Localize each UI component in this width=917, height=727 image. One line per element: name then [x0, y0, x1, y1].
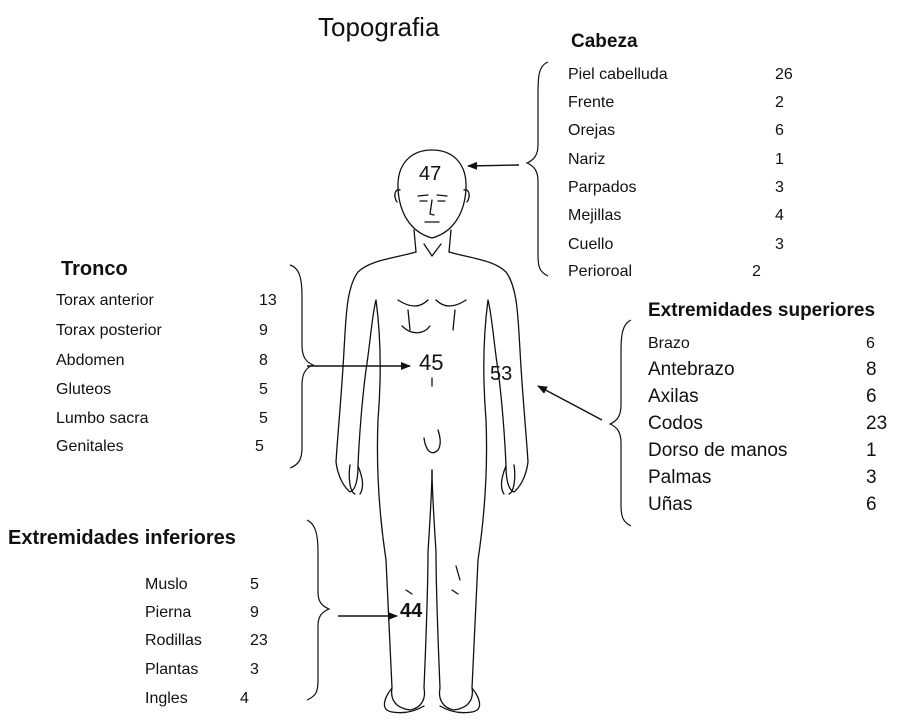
cabeza-brace [527, 62, 548, 276]
arrows [307, 165, 602, 616]
head-total: 47 [419, 163, 441, 186]
trunk-total: 45 [419, 350, 443, 376]
upper-limb-arrow [538, 386, 602, 420]
human-figure [336, 150, 528, 713]
extremidades-superiores-brace [610, 320, 631, 526]
head-arrow [468, 165, 519, 166]
braces [290, 62, 631, 700]
lower-limb-total: 44 [400, 600, 422, 623]
upper-limb-total: 53 [490, 363, 512, 386]
extremidades-inferiores-brace [307, 520, 329, 700]
